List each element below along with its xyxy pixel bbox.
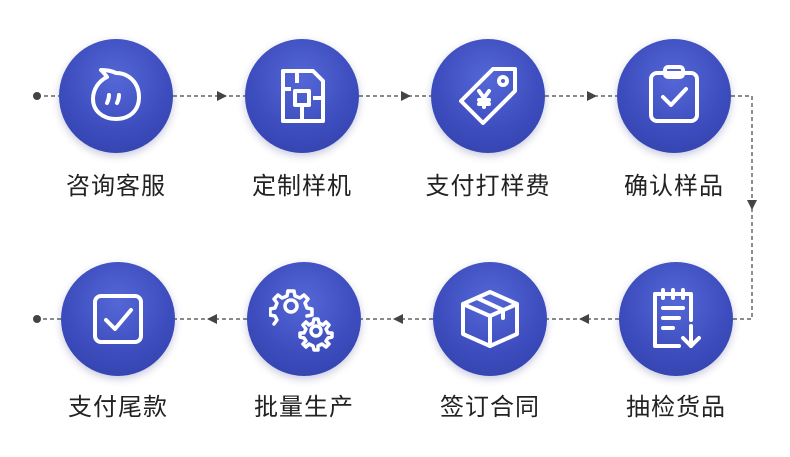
clipboard-check-icon [649,65,699,123]
step-1-circle [59,39,173,153]
price-tag-icon [459,67,517,125]
step-4-circle [617,39,731,153]
step-7-label: 批量生产 [254,393,354,421]
step-5-label: 抽检货品 [626,393,726,421]
step-3-label: 支付打样费 [425,172,551,200]
arrow-left [207,314,217,324]
chat-bubble-icon [91,68,141,121]
arrow-down [747,200,757,210]
flow-end-dot [33,315,41,323]
step-7-circle [247,262,361,376]
floor-plan-icon [281,69,325,123]
arrow-left [579,314,589,324]
step-6-label: 签订合同 [440,393,540,421]
step-1-label: 咨询客服 [66,172,166,200]
step-2-label: 定制样机 [252,172,352,200]
step-8-label: 支付尾款 [68,393,168,421]
checkbox-icon [93,294,143,344]
package-box-icon [461,290,519,348]
checklist-download-icon [653,288,701,348]
step-6-circle [433,262,547,376]
step-4-label: 确认样品 [624,172,724,200]
gears-icon [269,289,334,352]
arrow-right [587,91,597,101]
step-8-circle [61,262,175,376]
arrow-left [393,314,403,324]
arrow-right [217,91,227,101]
arrow-right [401,91,411,101]
step-2-circle [245,39,359,153]
flow-start-dot [33,92,41,100]
step-3-circle [431,39,545,153]
step-5-circle [619,262,733,376]
